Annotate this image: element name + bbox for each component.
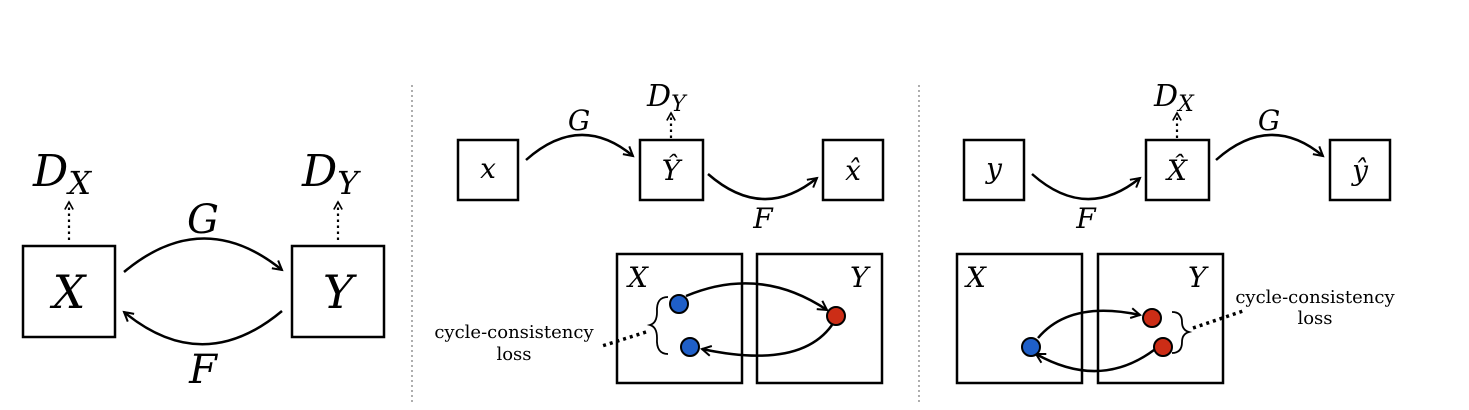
disc-y-label-b: DY: [646, 79, 688, 117]
space-y-label-c: Y: [1188, 261, 1209, 294]
disc-y-main: D: [301, 146, 337, 197]
loss-pointer-b: [601, 330, 647, 348]
domain-y-box: [290, 244, 386, 339]
map-g-arrow-c: [1215, 133, 1323, 161]
panel-b: x Ŷ x̂ DY G F X Y cycle-consistency loss: [434, 79, 885, 385]
panel-a: X Y DX DY G F: [21, 146, 386, 393]
cycle-forward-arrow-b: [685, 282, 827, 310]
input-y-box: [962, 138, 1026, 202]
input-x-label: x: [480, 152, 496, 185]
disc-x-main: D: [32, 146, 68, 197]
loss-caption-line1-b: cycle-consistency: [434, 322, 594, 343]
disc-x-sub: X: [65, 164, 92, 202]
loss-pointer-c: [1192, 308, 1247, 330]
map-g-arrow: [123, 237, 282, 273]
x-hat-box-c: [1144, 138, 1211, 202]
disc-y-label: DY: [301, 146, 361, 202]
red-point-c: [1142, 308, 1162, 328]
space-x-box-b: [615, 252, 744, 385]
loss-caption-line2-c: loss: [1297, 308, 1332, 329]
space-x-label-b: X: [626, 261, 649, 294]
map-g-label-b: G: [568, 104, 590, 137]
input-x-box: [456, 138, 520, 202]
disc-x-label-c: DX: [1153, 79, 1195, 117]
y-hat-label: Ŷ: [662, 154, 683, 187]
disc-x-label: DX: [32, 146, 92, 202]
map-g-arrow-b: [525, 133, 633, 161]
blue-point-c: [1021, 337, 1041, 357]
domain-y-label: Y: [323, 265, 358, 319]
map-f-label-c: F: [1075, 202, 1097, 235]
map-g-label: G: [187, 197, 219, 243]
map-f-arrow: [124, 310, 283, 346]
space-y-box-b: [755, 252, 884, 385]
loss-brace-c: [1171, 311, 1193, 354]
disc-x-main-c: D: [1153, 79, 1178, 114]
panel-c: y X̂ ŷ DX F G X Y cycle-consistency loss: [955, 79, 1395, 385]
cycle-forward-arrow-c: [1037, 311, 1140, 339]
disc-y-sub-b: Y: [671, 92, 688, 117]
domain-x-box: [21, 244, 117, 339]
blue-point-b: [669, 294, 689, 314]
space-x-label-c: X: [964, 261, 987, 294]
x-hat-label-c: X̂: [1165, 154, 1188, 187]
disc-y-sub: Y: [337, 164, 361, 202]
loss-caption-line1-c: cycle-consistency: [1235, 287, 1395, 308]
input-y-label: y: [984, 152, 1003, 185]
domain-x-label: X: [50, 265, 88, 319]
map-f-arrow-c: [1031, 173, 1140, 201]
y-hat-label-c: ŷ: [1350, 154, 1369, 187]
map-g-label-c: G: [1258, 104, 1280, 137]
cycle-backward-arrow-b: [702, 324, 834, 357]
red-point-reconstructed-c: [1153, 337, 1173, 357]
map-f-label: F: [188, 347, 218, 393]
y-hat-box: [638, 138, 705, 202]
red-point-b: [826, 306, 846, 326]
loss-brace-b: [646, 296, 669, 355]
blue-point-reconstructed-b: [680, 337, 700, 357]
x-hat-box: [821, 138, 885, 202]
y-hat-box-c: [1328, 138, 1392, 202]
map-f-label-b: F: [752, 202, 774, 235]
disc-x-sub-c: X: [1176, 92, 1195, 117]
map-f-arrow-b: [707, 173, 817, 201]
disc-y-main-b: D: [646, 79, 671, 114]
space-y-label-b: Y: [850, 261, 871, 294]
x-hat-label: x̂: [845, 154, 861, 187]
loss-caption-line2-b: loss: [496, 344, 531, 365]
cycle-backward-arrow-c: [1036, 348, 1155, 373]
